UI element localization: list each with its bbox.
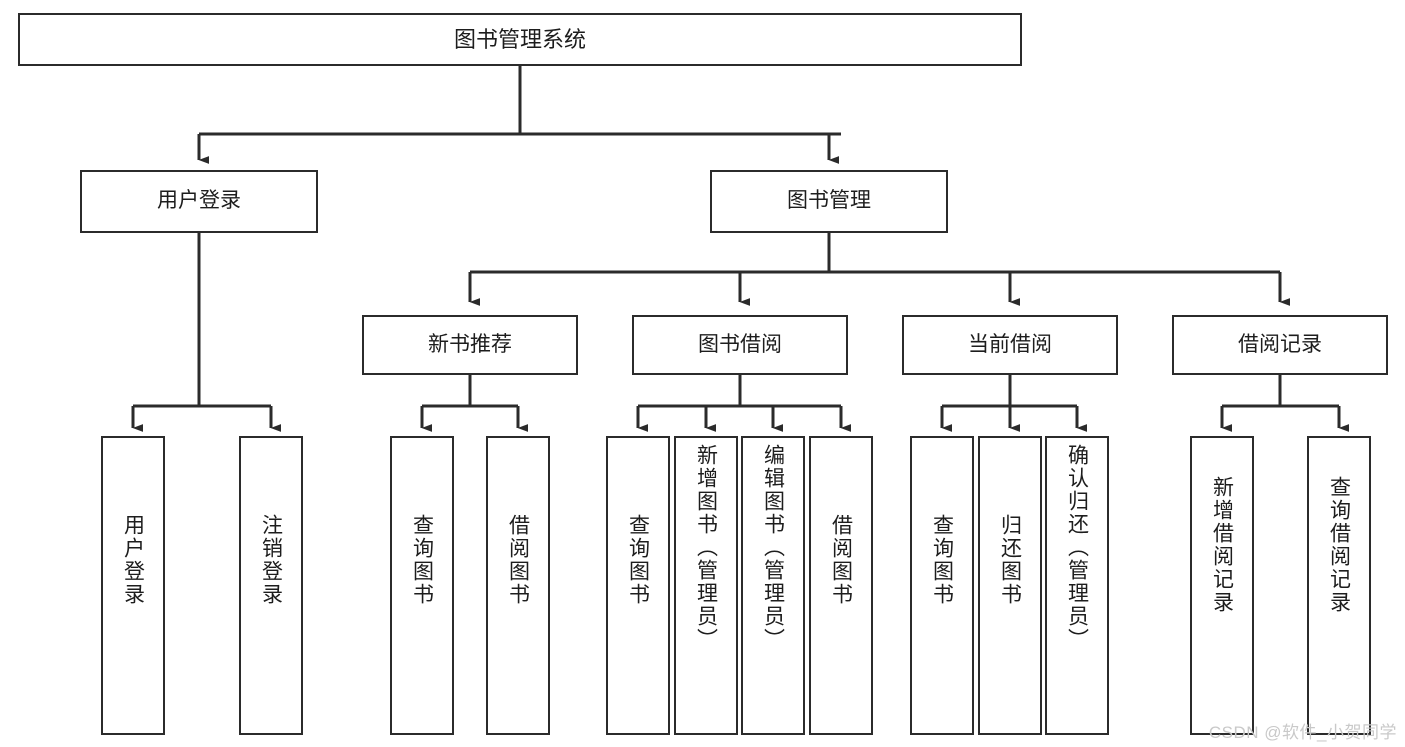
node-leaf-book-borrow-borrow[interactable]: 借阅图书: [809, 436, 873, 735]
node-leaf-borrow-records-query[interactable]: 查询借阅记录: [1307, 436, 1371, 735]
node-label: 确认归还（管理员）: [1065, 444, 1089, 651]
node-leaf-current-borrow-return[interactable]: 归还图书: [978, 436, 1042, 735]
node-current-borrow[interactable]: 当前借阅: [902, 315, 1118, 375]
node-label: 图书借阅: [698, 332, 782, 356]
node-label: 查询图书: [410, 514, 434, 606]
node-label: 用户登录: [121, 514, 145, 606]
node-leaf-borrow-records-add[interactable]: 新增借阅记录: [1190, 436, 1254, 735]
node-label: 新增图书（管理员）: [694, 444, 718, 651]
node-leaf-book-borrow-add[interactable]: 新增图书（管理员）: [674, 436, 738, 735]
node-label: 图书管理系统: [453, 26, 586, 52]
node-borrow-records[interactable]: 借阅记录: [1172, 315, 1388, 375]
node-label: 编辑图书（管理员）: [761, 444, 785, 651]
node-book-management[interactable]: 图书管理: [710, 170, 948, 233]
node-leaf-book-borrow-edit[interactable]: 编辑图书（管理员）: [741, 436, 805, 735]
node-leaf-new-book-borrow[interactable]: 借阅图书: [486, 436, 550, 735]
node-label: 归还图书: [998, 514, 1022, 606]
node-user-login[interactable]: 用户登录: [80, 170, 318, 233]
node-label: 用户登录: [157, 189, 241, 213]
node-label: 图书管理: [787, 189, 871, 213]
node-leaf-new-book-query[interactable]: 查询图书: [390, 436, 454, 735]
node-label: 新书推荐: [428, 332, 512, 356]
node-label: 借阅图书: [506, 514, 530, 606]
node-label: 注销登录: [259, 514, 283, 606]
node-leaf-current-borrow-query[interactable]: 查询图书: [910, 436, 974, 735]
node-label: 当前借阅: [968, 332, 1052, 356]
node-label: 借阅图书: [829, 514, 853, 606]
node-label: 借阅记录: [1238, 332, 1322, 356]
node-leaf-user-login-logout[interactable]: 注销登录: [239, 436, 303, 735]
node-new-book-recommend[interactable]: 新书推荐: [362, 315, 578, 375]
node-label: 查询图书: [626, 514, 650, 606]
node-leaf-book-borrow-query[interactable]: 查询图书: [606, 436, 670, 735]
node-label: 新增借阅记录: [1210, 476, 1234, 614]
node-label: 查询借阅记录: [1327, 476, 1351, 614]
node-root-book-management-system[interactable]: 图书管理系统: [18, 13, 1022, 66]
node-leaf-user-login-login[interactable]: 用户登录: [101, 436, 165, 735]
node-book-borrow[interactable]: 图书借阅: [632, 315, 848, 375]
node-leaf-current-borrow-confirm-return[interactable]: 确认归还（管理员）: [1045, 436, 1109, 735]
node-label: 查询图书: [930, 514, 954, 606]
